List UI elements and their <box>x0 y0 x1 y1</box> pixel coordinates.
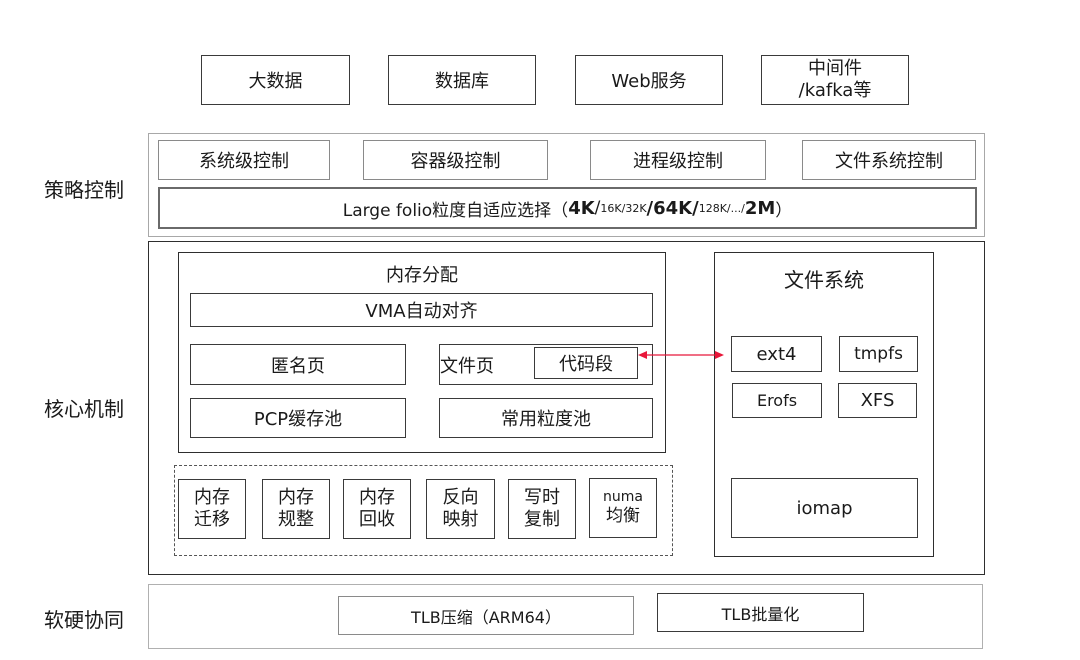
filesystem-title: 文件系统 <box>784 268 864 292</box>
app-middleware: 中间件 /kafka等 <box>761 55 909 105</box>
mechanism-numa-line2: 均衡 <box>606 506 640 527</box>
memory-alloc-title: 内存分配 <box>386 265 458 286</box>
folio-granularity-box: Large folio粒度自适应选择（4K/16K/32K/64K/128K/.… <box>158 187 977 229</box>
mechanism-rmap-line2: 映射 <box>442 509 479 530</box>
folio-size-16k-32k: 16K/32K <box>600 201 647 215</box>
fs-xfs: XFS <box>838 383 917 418</box>
row-label-hw: 软硬协同 <box>44 608 124 632</box>
app-bigdata-label: 大数据 <box>248 71 303 92</box>
fs-tmpfs: tmpfs <box>839 336 918 372</box>
control-system: 系统级控制 <box>158 140 330 180</box>
fs-iomap-label: iomap <box>796 497 853 519</box>
mechanism-reclaim: 内存回收 <box>343 479 411 539</box>
mechanism-compaction: 内存规整 <box>262 479 330 539</box>
folio-prefix: Large folio粒度自适应选择（ <box>342 200 569 221</box>
fs-ext4-label: ext4 <box>756 343 797 365</box>
control-process: 进程级控制 <box>590 140 766 180</box>
folio-size-64k: /64K/ <box>646 197 699 219</box>
mechanism-migration-line1: 内存 <box>194 487 230 509</box>
mechanism-cow: 写时复制 <box>508 479 576 539</box>
mechanism-compaction-line1: 内存 <box>278 487 314 509</box>
file-page-label: 文件页 <box>440 355 494 377</box>
control-filesystem-label: 文件系统控制 <box>835 151 943 172</box>
mechanism-migration-line2: 迁移 <box>194 509 230 530</box>
vma-align-label: VMA自动对齐 <box>365 301 478 322</box>
folio-suffix: ） <box>775 200 793 221</box>
fs-erofs: Erofs <box>732 383 822 418</box>
mechanism-migration: 内存迁移 <box>178 479 246 539</box>
common-pool-label: 常用粒度池 <box>501 409 591 430</box>
control-process-label: 进程级控制 <box>633 151 723 172</box>
vma-align-box: VMA自动对齐 <box>190 293 653 327</box>
mechanism-reclaim-line1: 内存 <box>359 487 395 509</box>
app-web-service-label: Web服务 <box>611 71 687 92</box>
fs-iomap: iomap <box>731 478 918 538</box>
folio-sep: / <box>594 198 601 218</box>
anon-page-label: 匿名页 <box>271 355 325 377</box>
app-database-label: 数据库 <box>435 71 489 92</box>
tlb-batch-box: TLB批量化 <box>657 593 864 632</box>
code-segment-box: 代码段 <box>534 347 638 379</box>
control-container: 容器级控制 <box>363 140 548 180</box>
fs-tmpfs-label: tmpfs <box>854 344 903 364</box>
mechanism-numa-line1: numa <box>603 489 643 506</box>
row-label-policy: 策略控制 <box>44 178 124 202</box>
mechanism-cow-line2: 复制 <box>524 509 560 530</box>
tlb-compress-box: TLB压缩（ARM64） <box>338 596 634 635</box>
fs-xfs-label: XFS <box>860 390 895 411</box>
mechanisms-group <box>174 465 673 556</box>
folio-size-2m: 2M <box>744 197 776 219</box>
fs-ext4: ext4 <box>731 336 822 372</box>
mechanism-rmap-line1: 反向 <box>442 487 479 509</box>
fs-erofs-label: Erofs <box>756 391 798 410</box>
anon-page-box: 匿名页 <box>190 344 406 385</box>
app-bigdata: 大数据 <box>201 55 350 105</box>
mechanism-compaction-line2: 规整 <box>278 509 314 530</box>
code-fs-link-arrow <box>638 351 724 359</box>
tlb-compress-label: TLB压缩（ARM64） <box>411 607 561 627</box>
row-label-core: 核心机制 <box>44 397 124 421</box>
app-database: 数据库 <box>388 55 536 105</box>
common-pool-box: 常用粒度池 <box>439 398 653 438</box>
app-middleware-line1: 中间件 <box>808 58 862 80</box>
pcp-cache-label: PCP缓存池 <box>253 409 343 430</box>
mechanism-rmap: 反向映射 <box>426 479 495 539</box>
app-web-service: Web服务 <box>575 55 723 105</box>
folio-size-4k: 4K <box>568 197 595 219</box>
mechanism-cow-line1: 写时 <box>524 487 560 509</box>
folio-size-128k: 128K/.../ <box>698 201 745 215</box>
code-segment-label: 代码段 <box>559 354 613 375</box>
control-filesystem: 文件系统控制 <box>802 140 976 180</box>
app-middleware-line2: /kafka等 <box>798 80 872 101</box>
arrow-head-right-icon <box>715 351 724 359</box>
control-system-label: 系统级控制 <box>199 151 289 172</box>
mechanism-reclaim-line2: 回收 <box>359 509 395 530</box>
tlb-batch-label: TLB批量化 <box>721 604 800 624</box>
arrow-head-left-icon <box>638 351 647 359</box>
control-container-label: 容器级控制 <box>410 151 501 172</box>
pcp-cache-box: PCP缓存池 <box>190 398 406 438</box>
